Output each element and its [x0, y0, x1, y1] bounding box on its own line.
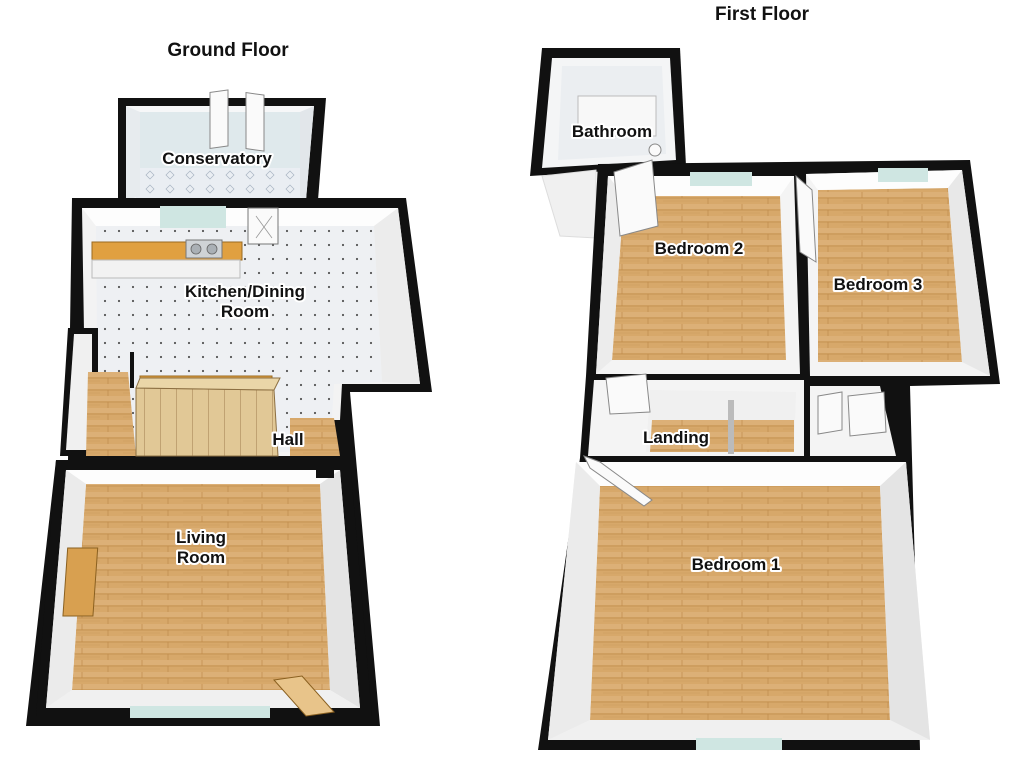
conservatory [118, 89, 326, 200]
kitchen-window-icon [160, 206, 226, 228]
landing-door-icon [605, 373, 651, 415]
shower-icon [577, 95, 657, 137]
bedroom1-window-icon [696, 738, 782, 750]
ground-main-shell [26, 198, 432, 726]
bathroom-label: Bathroom [572, 122, 652, 141]
bedroom2-window-icon [690, 172, 752, 186]
bedroom2-door-icon [613, 159, 659, 237]
toilet-icon [648, 143, 662, 157]
kitchen-dining-label-line2: Room [221, 302, 269, 321]
ground-floor-title: Ground Floor [167, 40, 289, 61]
bedroom1-label: Bedroom 1 [692, 555, 781, 574]
kitchen-door-icon [247, 207, 279, 245]
kitchen-worktop [91, 239, 243, 279]
first-floor-title: First Floor [715, 4, 810, 25]
bedroom3-window-icon [878, 168, 928, 182]
hall-label: Hall [272, 430, 303, 449]
landing-label: Landing [643, 428, 709, 447]
bedroom3-door-icon [795, 174, 817, 263]
bedroom1-door-icon [582, 455, 653, 507]
staircase [135, 387, 279, 457]
living-room-label-line1: Living [176, 528, 226, 547]
kitchen-dining-label-line1: Kitchen/Dining [185, 282, 305, 301]
first-floor: First Floor [530, 4, 1000, 750]
front-door-icon [273, 675, 335, 717]
first-main-shell [538, 159, 1000, 750]
fireplace-icon [62, 547, 99, 617]
ground-floor: Ground Floor [26, 40, 432, 726]
bedroom3-label: Bedroom 3 [834, 275, 923, 294]
living-window-icon [130, 706, 270, 718]
living-room-label-line2: Room [177, 548, 225, 567]
bedroom2-label: Bedroom 2 [655, 239, 744, 258]
conservatory-label: Conservatory [162, 149, 272, 168]
bathroom [530, 48, 686, 239]
